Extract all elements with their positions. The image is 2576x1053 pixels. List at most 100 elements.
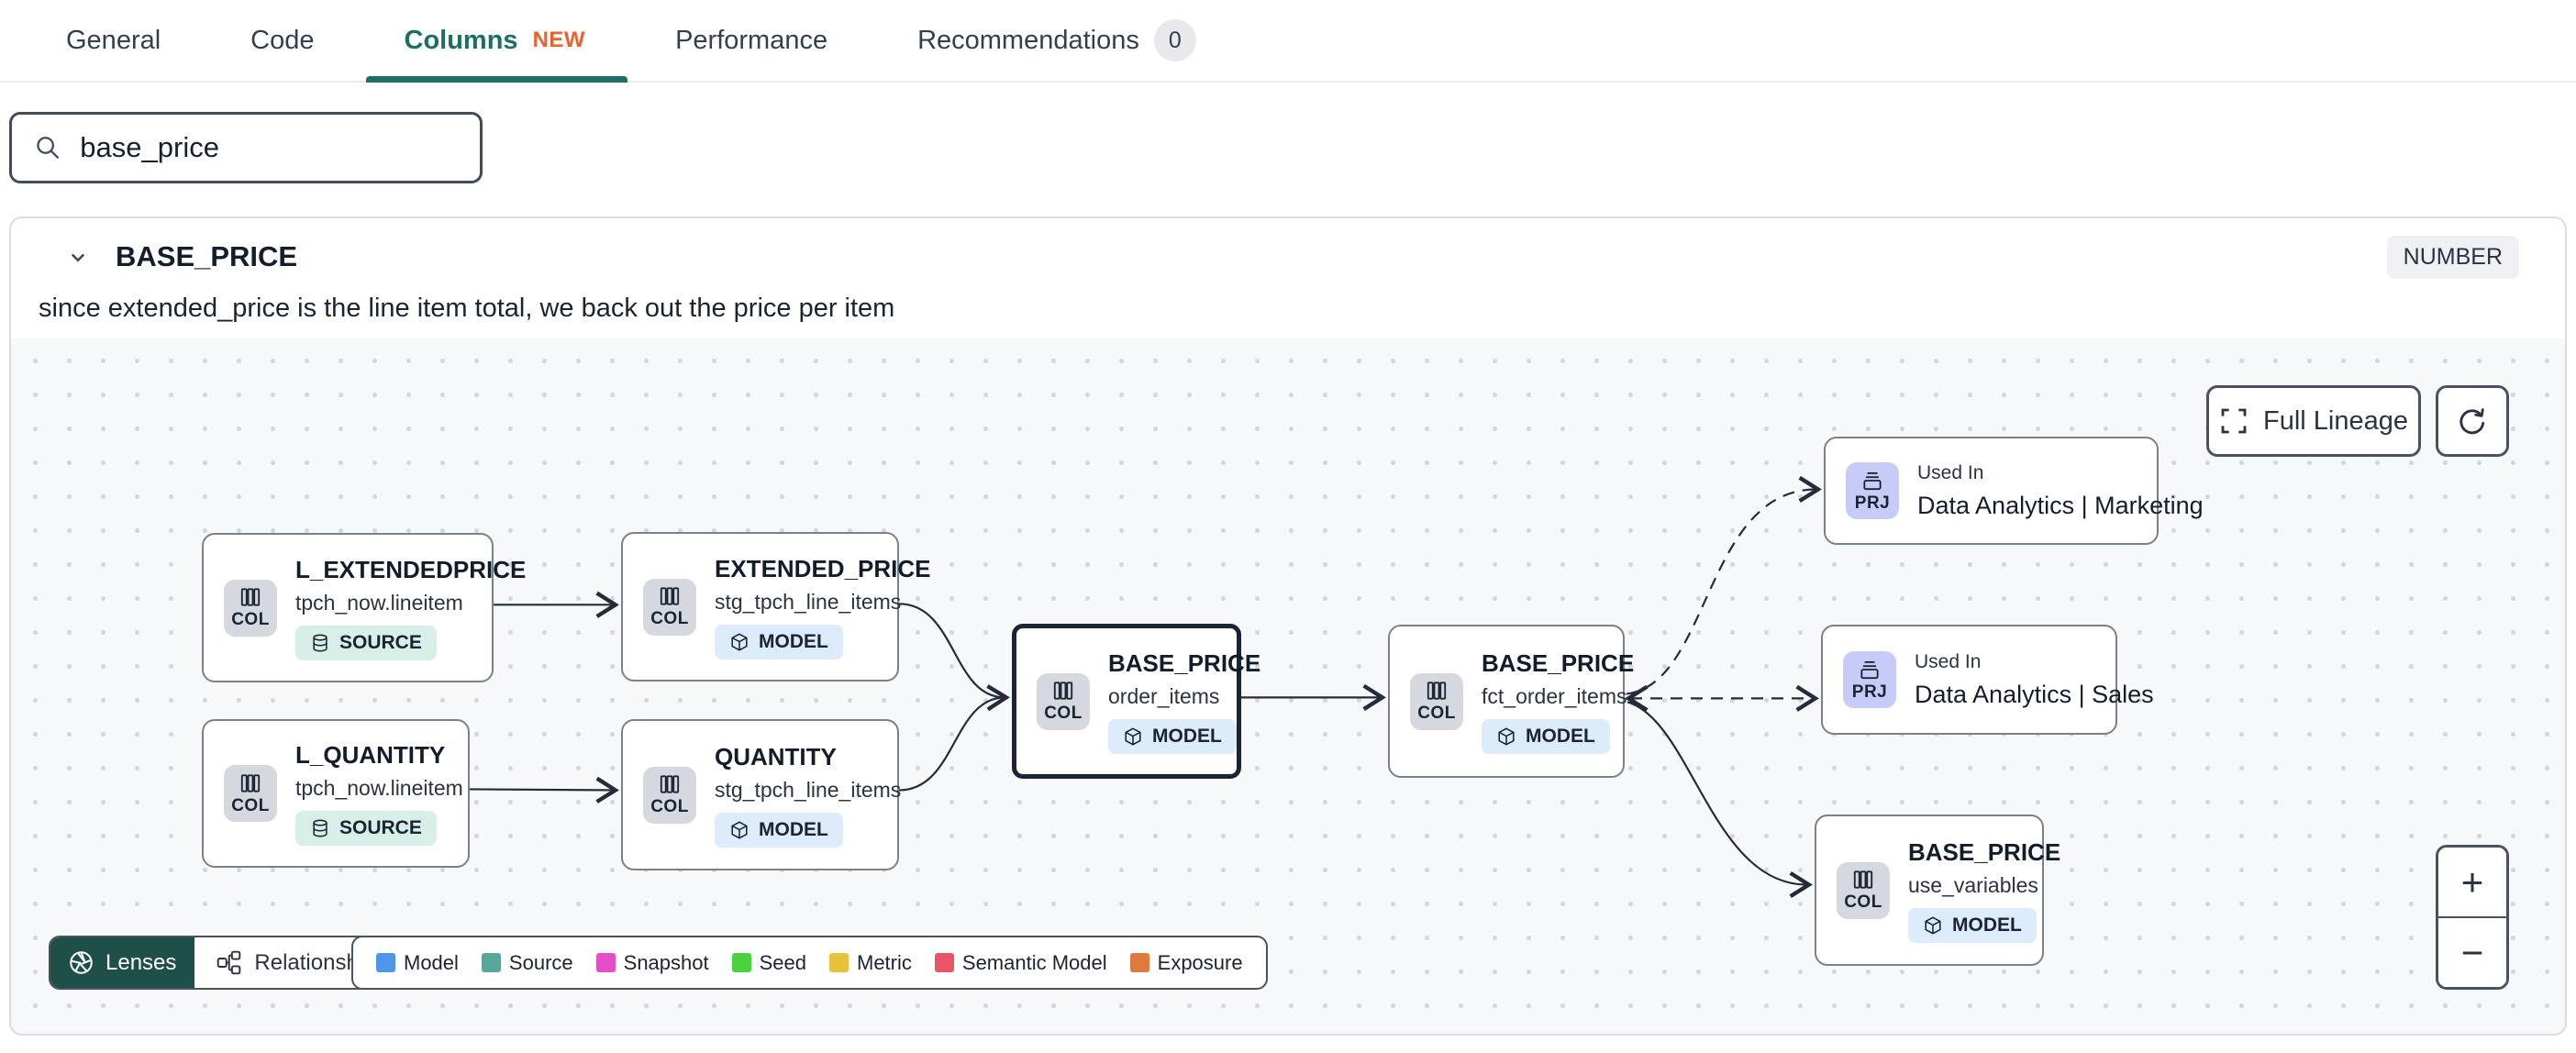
column-search[interactable] bbox=[9, 112, 483, 183]
project-kind-badge: PRJ bbox=[1846, 462, 1899, 519]
node-type-badge: SOURCE bbox=[295, 811, 437, 846]
legend-swatch bbox=[595, 953, 616, 972]
legend-item-metric: Metric bbox=[829, 951, 912, 975]
kind-label: COL bbox=[1417, 704, 1456, 723]
node-type-legend: Model Source Snapshot Seed Metric Semant… bbox=[351, 936, 1268, 990]
chevron-down-icon[interactable] bbox=[64, 243, 92, 271]
legend-swatch bbox=[1129, 953, 1149, 972]
lineage-node-used-in-sales[interactable]: PRJ Used In Data Analytics | Sales bbox=[1821, 625, 2154, 735]
search-input[interactable] bbox=[80, 131, 458, 164]
column-type-badge: NUMBER bbox=[2386, 235, 2519, 279]
cube-icon bbox=[1498, 726, 1515, 746]
legend-swatch bbox=[376, 953, 395, 972]
node-body: L_QUANTITY tpch_now.lineitem SOURCE bbox=[295, 741, 463, 846]
column-kind-badge: COL bbox=[1410, 672, 1463, 730]
lineage-node-used-in-marketing[interactable]: PRJ Used In Data Analytics | Marketing bbox=[1824, 437, 2204, 545]
lineage-node-base-price-order-items[interactable]: COL BASE_PRICE order_items MODEL bbox=[1012, 624, 1260, 779]
tab-label: General bbox=[66, 25, 161, 55]
node-type-label: MODEL bbox=[1952, 914, 2022, 936]
legend-label: Metric bbox=[857, 950, 912, 974]
columns-icon bbox=[1427, 682, 1447, 700]
node-type-label: MODEL bbox=[1526, 725, 1595, 747]
tab-label: Performance bbox=[675, 25, 828, 55]
lineage-node-l-quantity[interactable]: COL L_QUANTITY tpch_now.lineitem SOURCE bbox=[202, 719, 470, 868]
lineage-node-base-price-fct-order-items[interactable]: COL BASE_PRICE fct_order_items MODEL bbox=[1388, 625, 1634, 778]
search-icon bbox=[37, 137, 60, 160]
cube-icon bbox=[1125, 726, 1141, 746]
kind-label: COL bbox=[650, 797, 689, 816]
project-kind-badge: PRJ bbox=[1843, 651, 1896, 708]
node-title: Used In bbox=[1917, 461, 1984, 483]
lenses-button[interactable]: Lenses bbox=[50, 937, 195, 988]
columns-icon bbox=[660, 775, 680, 793]
legend-swatch bbox=[731, 953, 751, 972]
legend-swatch bbox=[829, 953, 849, 972]
zoom-out-button[interactable]: − bbox=[2438, 918, 2506, 987]
lineage-node-quantity[interactable]: COL QUANTITY stg_tpch_line_items MODEL bbox=[621, 719, 901, 870]
node-type-label: SOURCE bbox=[339, 631, 422, 653]
node-body: Used In Data Analytics | Sales bbox=[1915, 651, 2154, 709]
lineage-node-l-extendedprice[interactable]: COL L_EXTENDEDPRICE tpch_now.lineitem SO… bbox=[202, 533, 526, 682]
columns-icon bbox=[240, 773, 261, 793]
database-icon bbox=[313, 819, 328, 837]
column-kind-badge: COL bbox=[224, 765, 277, 822]
legend-item-source: Source bbox=[481, 951, 573, 975]
node-type-badge: MODEL bbox=[1908, 907, 2037, 943]
node-subtitle: use_variables bbox=[1908, 872, 2038, 897]
legend-label: Seed bbox=[759, 950, 806, 974]
legend-item-exposure: Exposure bbox=[1129, 950, 1243, 975]
tab-performance[interactable]: Performance bbox=[675, 0, 827, 81]
legend-swatch bbox=[934, 953, 954, 972]
tab-label: Code bbox=[250, 25, 315, 55]
node-title: L_QUANTITY bbox=[295, 741, 446, 769]
fullscreen-icon bbox=[2221, 408, 2247, 434]
node-type-badge: SOURCE bbox=[295, 625, 437, 660]
node-title: EXTENDED_PRICE bbox=[715, 554, 931, 582]
legend-item-seed: Seed bbox=[731, 950, 806, 975]
node-body: QUANTITY stg_tpch_line_items MODEL bbox=[715, 743, 901, 848]
lineage-canvas[interactable]: COL L_EXTENDEDPRICE tpch_now.lineitem SO… bbox=[11, 338, 2565, 1034]
tab-recommendations[interactable]: Recommendations 0 bbox=[917, 0, 1196, 81]
node-title: L_EXTENDEDPRICE bbox=[295, 555, 527, 583]
column-description: since extended_price is the line item to… bbox=[39, 294, 895, 323]
database-icon bbox=[313, 634, 328, 651]
full-lineage-button[interactable]: Full Lineage bbox=[2206, 385, 2421, 457]
column-kind-badge: COL bbox=[643, 578, 696, 636]
lineage-node-extended-price[interactable]: COL EXTENDED_PRICE stg_tpch_line_items M… bbox=[621, 532, 931, 682]
lineage-edges bbox=[469, 475, 1822, 899]
legend-swatch bbox=[481, 953, 501, 972]
column-header: BASE_PRICE NUMBER bbox=[11, 218, 2565, 279]
cube-icon bbox=[1925, 915, 1941, 935]
aperture-icon bbox=[70, 951, 93, 974]
node-type-badge: MODEL bbox=[715, 812, 843, 848]
node-type-label: MODEL bbox=[1152, 725, 1222, 747]
archive-icon bbox=[1863, 471, 1882, 490]
full-lineage-label: Full Lineage bbox=[2263, 405, 2408, 436]
columns-icon bbox=[1853, 870, 1873, 889]
count-badge: 0 bbox=[1153, 19, 1196, 61]
tab-columns[interactable]: Columns NEW bbox=[365, 0, 627, 83]
node-subtitle: tpch_now.lineitem bbox=[295, 776, 463, 800]
node-type-badge: MODEL bbox=[715, 624, 843, 660]
kind-label: PRJ bbox=[1854, 493, 1891, 513]
lineage-node-base-price-use-variables[interactable]: COL BASE_PRICE use_variables MODEL bbox=[1815, 815, 2060, 966]
divider bbox=[2438, 916, 2506, 918]
refresh-button[interactable] bbox=[2436, 385, 2509, 457]
node-type-label: MODEL bbox=[759, 818, 828, 840]
tab-label: Recommendations bbox=[917, 25, 1139, 55]
legend-label: Snapshot bbox=[623, 950, 709, 974]
legend-label: Exposure bbox=[1157, 950, 1243, 974]
node-body: BASE_PRICE order_items MODEL bbox=[1108, 649, 1260, 754]
kind-label: COL bbox=[231, 795, 270, 815]
node-title: Used In bbox=[1915, 650, 1982, 672]
tab-general[interactable]: General bbox=[66, 0, 161, 81]
node-body: BASE_PRICE fct_order_items MODEL bbox=[1482, 649, 1634, 754]
tab-code[interactable]: Code bbox=[250, 0, 314, 81]
zoom-controls: + − bbox=[2436, 845, 2509, 990]
legend-item-semantic-model: Semantic Model bbox=[934, 951, 1107, 975]
zoom-in-button[interactable]: + bbox=[2438, 848, 2506, 916]
kind-label: COL bbox=[231, 610, 270, 629]
node-type-badge: MODEL bbox=[1482, 718, 1610, 754]
refresh-icon bbox=[2459, 408, 2485, 435]
kind-label: COL bbox=[1844, 892, 1882, 912]
